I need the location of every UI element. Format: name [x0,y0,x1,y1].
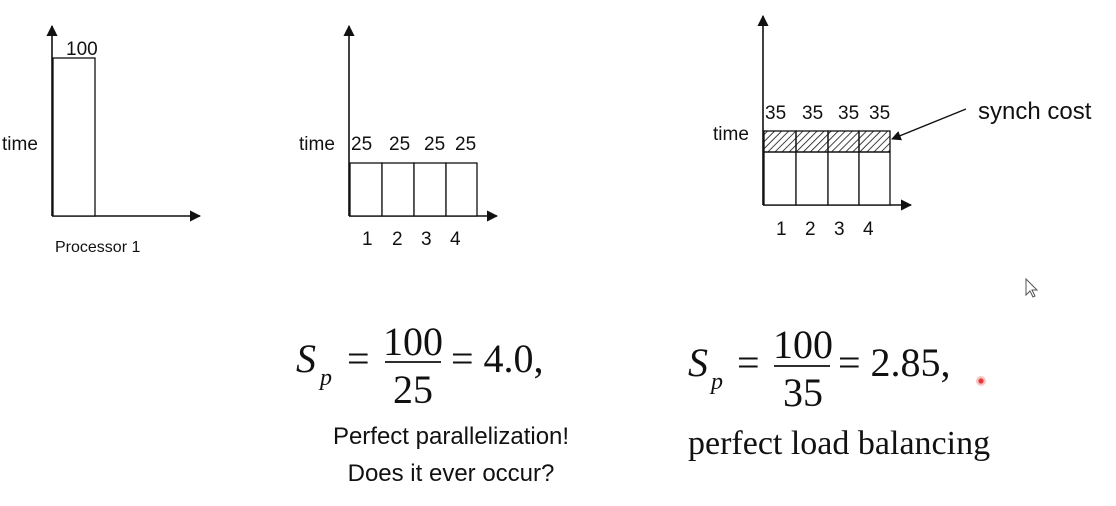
diagram1-y-label: time [2,134,38,155]
diagram3-bar-2 [795,151,829,206]
diagram2-bar-1 [349,162,383,217]
diagram2-bar-2 [381,162,415,217]
formula-speedup-perfect: S p = 100 25 = 4.0, Perfect parallelizat… [296,319,569,487]
formula1-caption-line1: Perfect parallelization! [333,423,569,450]
diagram2-bar-value-4: 25 [455,134,476,155]
synch-cost-label: synch cost [978,98,1092,125]
formula1-result: = 4.0, [451,336,544,381]
formula1-numerator: 100 [383,319,443,364]
diagram-four-processors: time 25 25 25 25 1 2 3 4 [299,24,499,250]
diagram2-processor-4: 4 [450,229,461,250]
formula1-s: S [296,336,316,381]
diagram-single-processor: 100 time Processor 1 [2,24,202,256]
diagram3-y-label: time [713,124,749,145]
diagram2-bar-value-3: 25 [424,134,445,155]
diagram3-processor-4: 4 [863,219,874,240]
diagram3-bar-value-2: 35 [802,103,823,124]
diagram3-processor-2: 2 [805,219,816,240]
diagram2-bar-3 [413,162,447,217]
formula2-caption: perfect load balancing [688,425,990,462]
mouse-cursor-icon [1025,277,1039,298]
synch-cost-arrow [891,108,967,141]
formula1-denominator: 25 [393,367,433,412]
formula2-result: = 2.85, [838,340,951,385]
diagram3-bar-value-4: 35 [869,103,890,124]
diagram2-bar-4 [445,162,478,217]
formula2-denominator: 35 [783,370,823,415]
diagram3-synch-block-2 [795,130,829,153]
diagram1-bar-value: 100 [66,39,98,60]
diagram2-bar-value-1: 25 [351,134,372,155]
diagram2-bar-value-2: 25 [389,134,410,155]
formula2-numerator: 100 [773,322,833,367]
diagram-synch-cost: time 35 35 35 35 1 2 3 4 synch cost [713,14,1092,240]
diagram3-synch-block-1 [763,130,797,153]
formula1-equals: = [347,336,370,381]
diagram2-processor-2: 2 [392,229,403,250]
diagram3-bar-value-1: 35 [765,103,786,124]
formula1-subscript: p [318,365,332,391]
diagram3-bar-1 [763,151,797,206]
formula2-equals: = [737,340,760,385]
diagram2-processor-1: 1 [362,229,373,250]
diagram3-synch-block-4 [858,130,891,153]
laser-pointer-dot [978,378,984,384]
diagram1-x-label: Processor 1 [55,239,140,256]
diagram2-processor-3: 3 [421,229,432,250]
formula1-caption-line2: Does it ever occur? [348,460,555,487]
diagram3-bar-value-3: 35 [838,103,859,124]
diagram3-bar-4 [858,151,891,206]
diagram3-processor-3: 3 [834,219,845,240]
formula-speedup-synch: S p = 100 35 = 2.85, perfect load balanc… [688,322,990,462]
formula2-s: S [688,340,708,385]
formula2-subscript: p [709,369,723,395]
diagram1-bar [52,57,96,217]
diagram3-processor-1: 1 [776,219,787,240]
diagram2-y-label: time [299,134,335,155]
diagram3-synch-block-3 [827,130,860,153]
diagram3-bar-3 [827,151,860,206]
